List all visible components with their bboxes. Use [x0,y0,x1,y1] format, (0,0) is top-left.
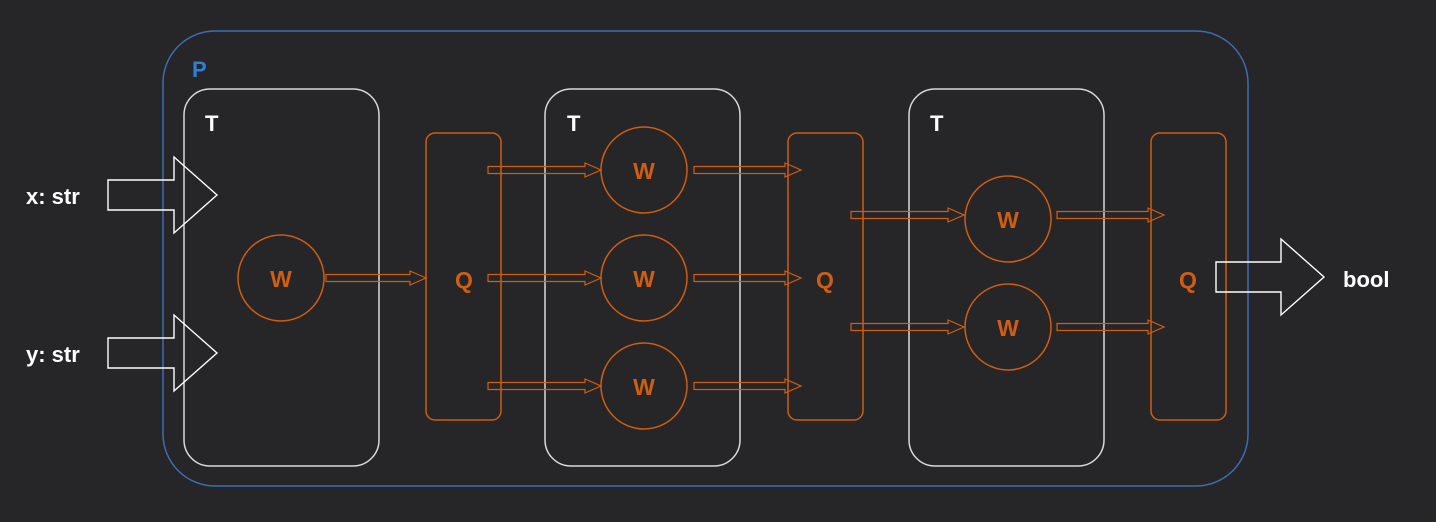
flow-arrow-w5-q3 [1056,207,1166,223]
queue-box-3 [1150,132,1227,421]
flow-arrow-w1-q1 [325,270,428,286]
worker-label-2: W [633,158,655,184]
queue-box-2 [787,132,864,421]
flow-arrow-w6-q3 [1056,319,1166,335]
input-arrow-y [107,313,219,393]
flow-arrow-q2-w5 [850,207,966,223]
worker-label-5: W [997,207,1019,233]
output-arrow [1215,237,1326,317]
flow-arrow-q1-w4 [487,378,603,394]
input-arrow-x [107,155,219,235]
input-label-x: x: str [26,184,80,209]
flow-arrow-w4-q2 [693,378,803,394]
thread-label-2: T [567,111,581,136]
worker-label-3: W [633,266,655,292]
flow-arrow-w2-q2 [693,162,803,178]
worker-circle-1 [237,234,325,322]
thread-box-3 [908,88,1105,467]
thread-label-1: T [205,111,219,136]
thread-box-2 [544,88,741,467]
queue-label-2: Q [816,267,834,293]
process-box [162,30,1249,487]
thread-label-3: T [930,111,944,136]
worker-label-4: W [633,374,655,400]
process-label: P [192,57,207,82]
thread-box-1 [183,88,380,467]
worker-label-6: W [997,315,1019,341]
input-label-y: y: str [26,342,80,367]
output-label: bool [1343,267,1389,292]
queue-label-3: Q [1179,267,1197,293]
queue-box-1 [425,132,502,421]
flow-arrow-q1-w3 [487,270,603,286]
worker-circle-5 [964,175,1052,263]
flow-arrow-q1-w2 [487,162,603,178]
flow-arrow-q2-w6 [850,319,966,335]
flow-arrow-w3-q2 [693,270,803,286]
queue-label-1: Q [455,267,473,293]
worker-label-1: W [270,266,292,292]
